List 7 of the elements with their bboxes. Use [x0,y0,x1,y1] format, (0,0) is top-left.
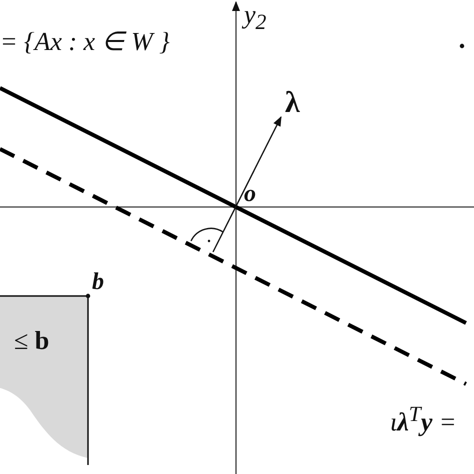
origin-label: o [244,182,256,206]
point-label: b [92,270,104,294]
vector-label: λ⃗ [285,88,324,118]
set-label: = {Ax : x ∈ W } [0,29,170,55]
equation-label: ιλ$^{T}$y = [390,404,456,436]
inequality-label: ≤ b [14,328,50,354]
axis-label: y$_{2}$ [244,2,266,34]
